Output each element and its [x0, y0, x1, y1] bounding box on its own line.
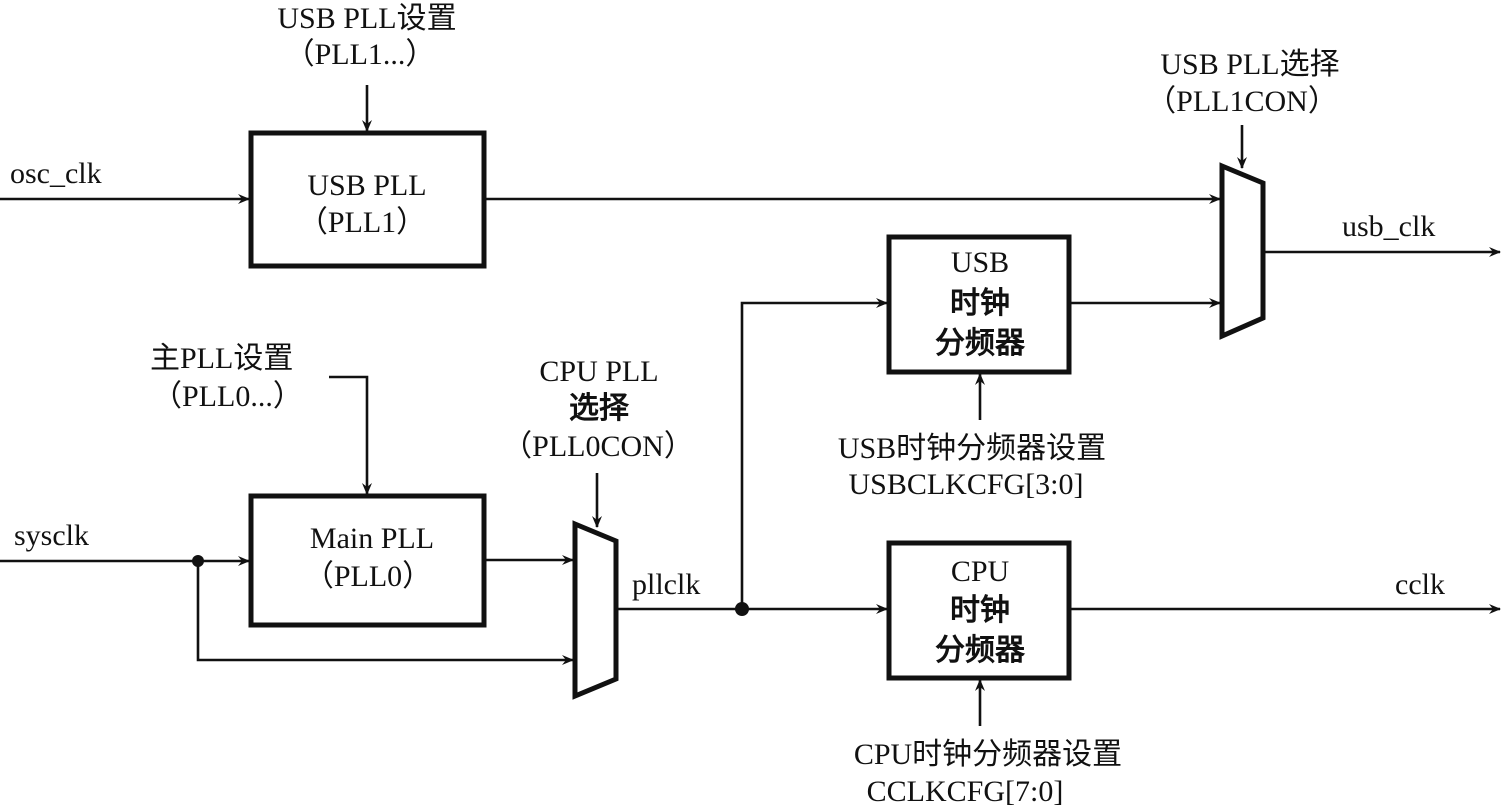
usb-pll-setting-label: USB PLL设置 — [277, 2, 456, 35]
wire-pllclk-to-usb-divider — [740, 298, 888, 609]
usb-divider-block — [886, 234, 1072, 375]
cpu-pll-select-mux — [572, 520, 619, 700]
cpu-pll-select-label: CPU PLL — [539, 355, 658, 388]
osc-clk-label: osc_clk — [10, 157, 102, 190]
cpu-divider-title: CPU — [951, 555, 1010, 588]
wire-main-pll-setting — [329, 375, 372, 495]
cpu-divider-block — [886, 540, 1072, 681]
cpu-pll-select-label-cn: 选择 — [569, 391, 630, 426]
usb-pll-setting-sublabel: （PLL1...） — [285, 38, 436, 71]
usb-divider-setting-label: USB时钟分频器设置 — [838, 432, 1106, 465]
main-pll-setting-sublabel: （PLL0...） — [152, 380, 303, 413]
main-pll-block — [248, 493, 487, 628]
usb-clk-label: usb_clk — [1342, 210, 1435, 243]
cclk-label: cclk — [1395, 568, 1445, 601]
wire-sysclk-bypass — [196, 561, 574, 665]
cpu-divider-line2: 时钟 — [950, 593, 1010, 628]
usb-pll-block-title: USB PLL — [307, 169, 426, 202]
cpu-divider-setting-label: CPU时钟分频器设置 — [854, 738, 1122, 771]
junction-sysclk — [192, 555, 204, 567]
usb-divider-setting-register: USBCLKCFG[3:0] — [848, 468, 1083, 501]
usb-pll-block-subtitle: （PLL1） — [298, 206, 426, 239]
junction-pllclk — [735, 602, 749, 616]
sysclk-label: sysclk — [14, 519, 89, 552]
main-pll-block-title: Main PLL — [310, 522, 434, 555]
cpu-pll-select-sublabel: （PLL0CON） — [502, 430, 694, 463]
main-pll-setting-label: 主PLL设置 — [150, 342, 293, 375]
usb-divider-title: USB — [951, 246, 1009, 279]
main-pll-block-subtitle: （PLL0） — [304, 560, 432, 593]
usb-pll-select-mux — [1219, 162, 1266, 340]
usb-pll-block — [248, 130, 487, 269]
cpu-divider-setting-register: CCLKCFG[7:0] — [867, 775, 1064, 808]
cpu-divider-line3: 分频器 — [935, 633, 1026, 668]
usb-pll-select-label: USB PLL选择 — [1160, 48, 1339, 81]
pllclk-label: pllclk — [632, 568, 700, 601]
usb-pll-select-sublabel: （PLL1CON） — [1146, 85, 1338, 118]
usb-divider-line2: 时钟 — [950, 286, 1010, 321]
usb-divider-line3: 分频器 — [935, 326, 1026, 361]
